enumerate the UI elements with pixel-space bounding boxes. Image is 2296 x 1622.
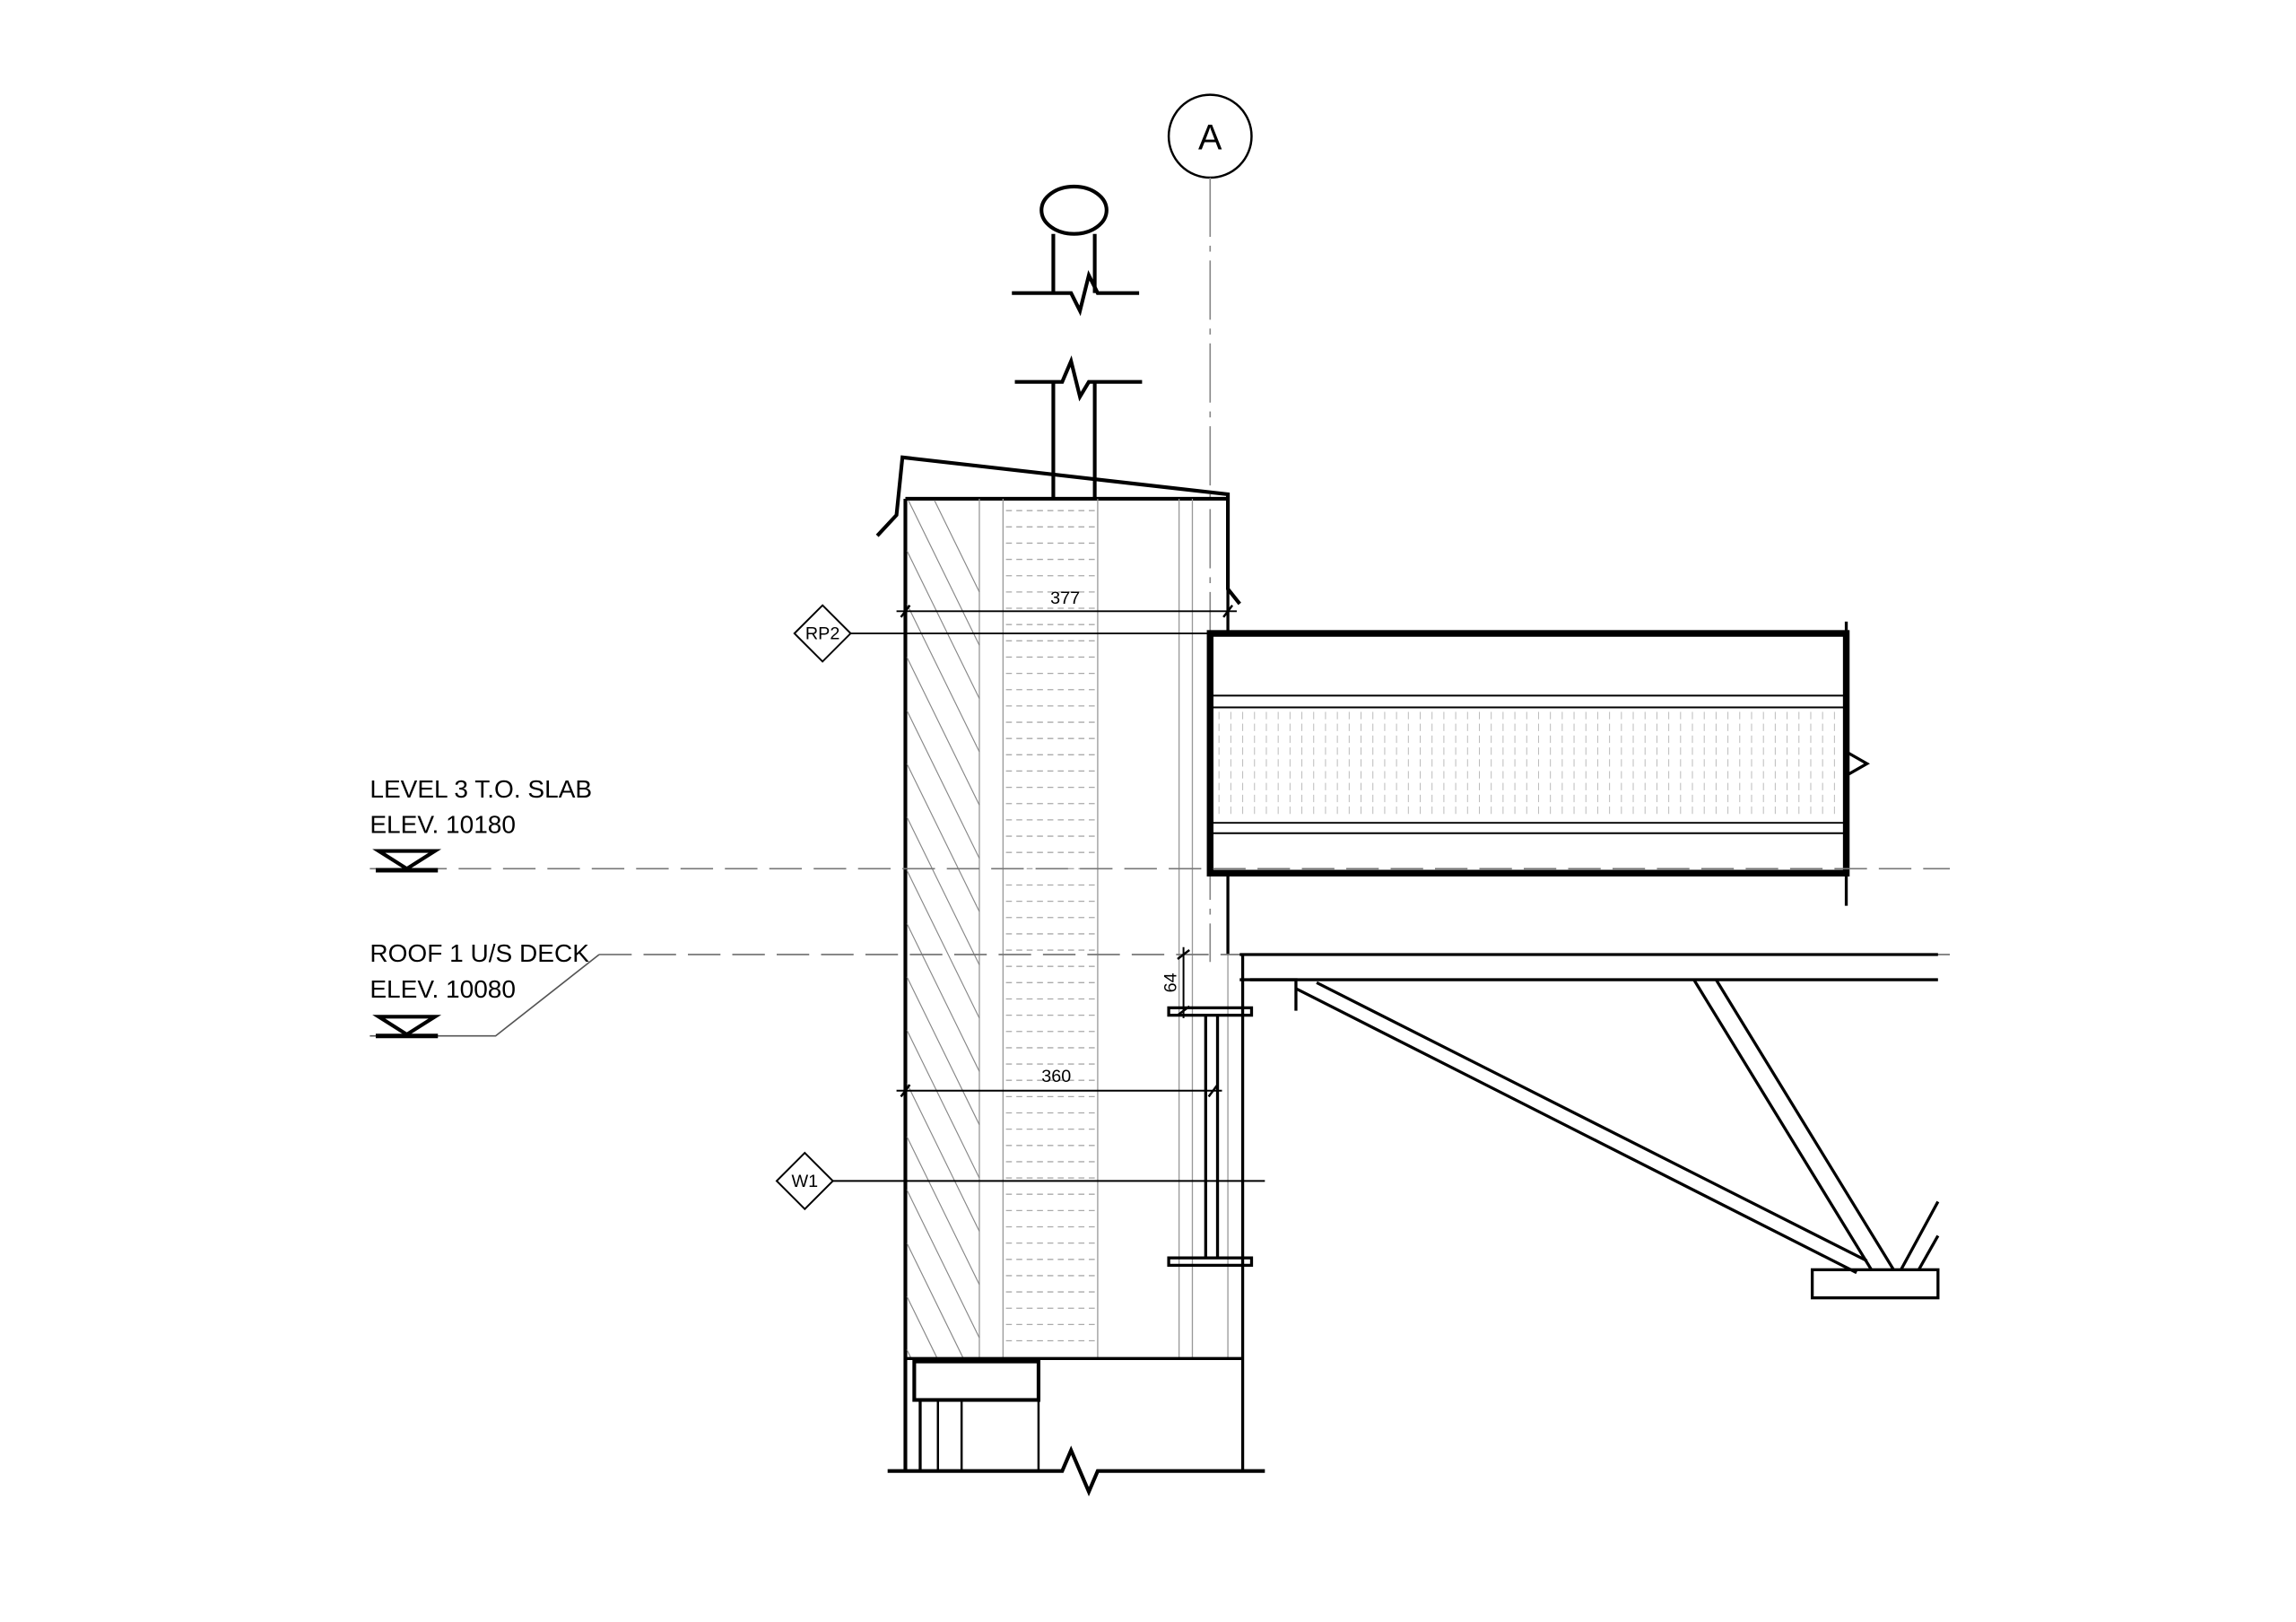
steel-beam <box>1167 1006 1254 1268</box>
tag-text: W1 <box>791 1172 818 1191</box>
dimension-64: 64 <box>1161 946 1190 1018</box>
level-name: LEVEL 3 T.O. SLAB <box>370 775 592 803</box>
dimension-360: 360 <box>896 1067 1222 1098</box>
dimension-text: 377 <box>1050 589 1080 608</box>
level-name: ROOF 1 U/S DECK <box>370 939 589 967</box>
exterior-wall <box>887 496 1265 1496</box>
steel-joist <box>1239 953 1940 1300</box>
roof-slab <box>1206 621 1870 906</box>
grid-label: A <box>1198 118 1222 158</box>
tag-text: RP2 <box>805 624 839 644</box>
column-above <box>1012 184 1143 499</box>
roof-1-marker: ROOF 1 U/S DECK ELEV. 10080 <box>370 939 589 1039</box>
level-3-marker: LEVEL 3 T.O. SLAB ELEV. 10180 <box>370 775 592 873</box>
dimension-text: 64 <box>1161 972 1180 992</box>
level-elev: ELEV. 10180 <box>370 811 516 839</box>
level-elev: ELEV. 10080 <box>370 975 516 1003</box>
wall-type-tag: W1 <box>775 1151 1265 1211</box>
roof-type-tag: RP2 <box>793 604 1211 663</box>
parapet-coping <box>875 455 1241 606</box>
dimension-text: 360 <box>1041 1067 1071 1086</box>
dimension-377: 377 <box>896 589 1237 618</box>
